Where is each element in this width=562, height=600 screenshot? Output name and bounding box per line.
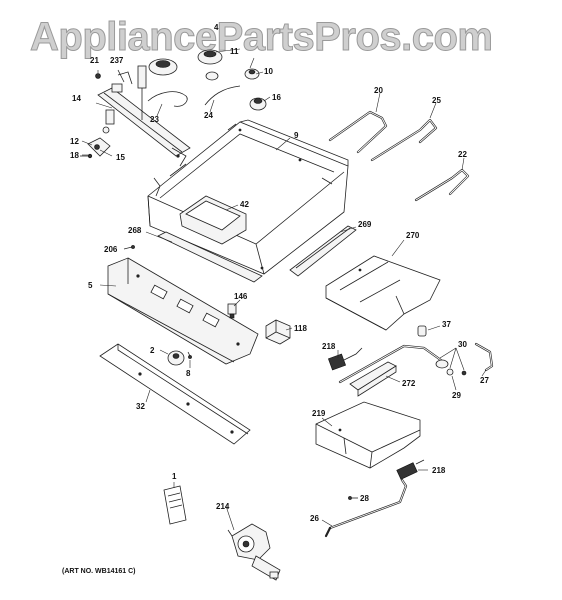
callout-23: 23	[150, 115, 159, 124]
callout-37: 37	[442, 320, 451, 329]
callout-16: 16	[272, 93, 281, 102]
callout-24: 24	[204, 111, 213, 120]
screw-28	[348, 496, 358, 500]
bake-burner-tube	[338, 342, 494, 384]
callout-11: 11	[230, 47, 239, 56]
lower-trim-strip	[99, 343, 251, 445]
clip-146	[227, 303, 237, 319]
callout-118: 118	[294, 324, 307, 333]
broil-baffle	[315, 401, 421, 469]
callout-30: 30	[458, 340, 467, 349]
callout-214: 214	[216, 502, 230, 511]
callout-218-upper: 218	[322, 342, 336, 351]
strip-269	[289, 225, 357, 277]
callout-26: 26	[310, 514, 319, 523]
callout-270: 270	[406, 231, 420, 240]
callout-18: 18	[70, 151, 79, 160]
callout-42: 42	[240, 200, 249, 209]
callout-269: 269	[358, 220, 372, 229]
burner-box	[147, 119, 349, 275]
knob-2	[167, 350, 192, 366]
broil-burner-tube	[324, 478, 408, 538]
screw-206	[123, 245, 135, 250]
callout-27: 27	[480, 376, 489, 385]
callout-22: 22	[458, 150, 467, 159]
watermark-text: AppliancePartsPros.com	[30, 15, 493, 59]
callout-labels: 4 11 21 237 10 14 16 23 24 9 20 25 12 18…	[70, 23, 489, 523]
literature-booklet	[163, 485, 187, 525]
callout-4: 4	[214, 23, 219, 32]
callout-219: 219	[312, 409, 326, 418]
callout-237: 237	[110, 56, 124, 65]
plate-272	[349, 361, 397, 397]
callout-20: 20	[374, 86, 383, 95]
callout-25: 25	[432, 96, 441, 105]
ignitor-lower	[396, 459, 425, 480]
callout-10: 10	[264, 67, 273, 76]
callout-14: 14	[72, 94, 81, 103]
callout-15: 15	[116, 153, 125, 162]
pressure-regulator	[227, 523, 281, 581]
callout-206: 206	[104, 245, 118, 254]
heat-shield	[325, 255, 441, 331]
callout-218-lower: 218	[432, 466, 446, 475]
callout-268: 268	[128, 226, 142, 235]
callout-9: 9	[294, 131, 299, 140]
callout-28: 28	[360, 494, 369, 503]
burner-valve-assembly	[80, 49, 267, 159]
burner-tubes	[328, 110, 470, 202]
callout-146: 146	[234, 292, 248, 301]
callout-2: 2	[150, 346, 155, 355]
manifold-panel	[107, 257, 259, 365]
callout-29: 29	[452, 391, 461, 400]
callout-21: 21	[90, 56, 99, 65]
front-trim-strip	[157, 231, 263, 283]
callout-5: 5	[88, 281, 93, 290]
art-number: (ART NO. WB14161 C)	[62, 568, 136, 575]
clip-37	[417, 325, 427, 337]
switch-118	[265, 319, 291, 345]
ignitor-upper	[327, 347, 363, 371]
callout-8: 8	[186, 369, 191, 378]
callout-272: 272	[402, 379, 416, 388]
leader-lines	[81, 48, 487, 531]
callout-1: 1	[172, 472, 177, 481]
callout-12: 12	[70, 137, 79, 146]
callout-32: 32	[136, 402, 145, 411]
